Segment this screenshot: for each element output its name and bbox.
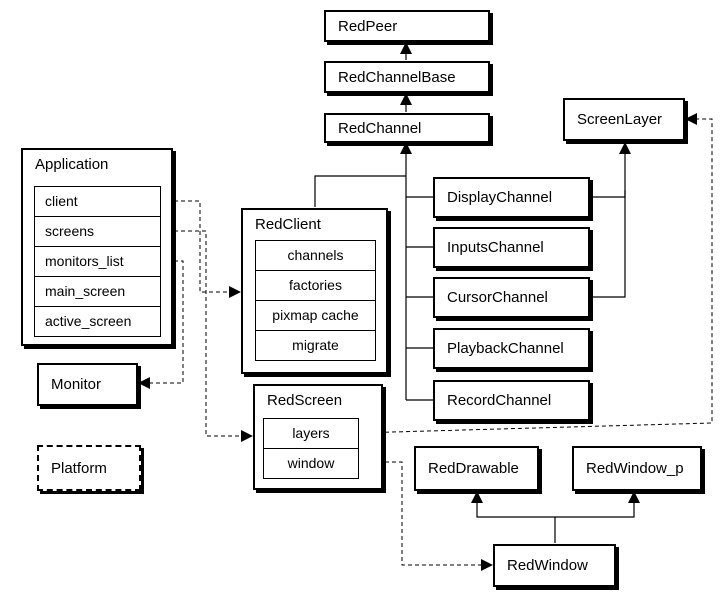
class-recordchannel-label: RecordChannel: [447, 392, 552, 409]
class-redchannelbase: RedChannelBase: [324, 61, 490, 93]
class-displaychannel: DisplayChannel: [433, 177, 590, 218]
field-client: client: [35, 187, 160, 217]
ref-monitors-list-to-monitor: [138, 260, 184, 389]
class-redwindow-p: RedWindow_p: [572, 446, 702, 491]
edge-cursorchannel-to-screenlayer: [590, 190, 626, 298]
class-redwindow: RedWindow: [493, 544, 616, 587]
class-redpeer: RedPeer: [324, 10, 490, 42]
class-recordchannel: RecordChannel: [433, 380, 590, 421]
class-inputschannel-label: InputsChannel: [447, 239, 544, 256]
class-screenlayer: ScreenLayer: [563, 98, 685, 141]
field-window: window: [287, 455, 335, 471]
edge-redclient-to-redchannel: [314, 175, 406, 207]
class-playbackchannel: PlaybackChannel: [433, 328, 590, 369]
class-redchannelbase-label: RedChannelBase: [338, 68, 456, 86]
class-redwindow-p-label: RedWindow_p: [586, 460, 684, 477]
class-application: Application client screens monitors_list…: [21, 148, 173, 346]
class-monitor-label: Monitor: [51, 376, 102, 393]
redscreen-fields: layers window: [263, 418, 359, 479]
class-platform: Platform: [37, 445, 141, 491]
edge-displaychannel-to-screenlayer: [590, 142, 631, 198]
field-factories: factories: [256, 271, 375, 301]
field-pixmap-cache: pixmap cache: [256, 301, 375, 331]
field-screens: screens: [35, 217, 160, 247]
application-fields: client screens monitors_list main_screen…: [34, 186, 161, 337]
class-playbackchannel-label: PlaybackChannel: [447, 340, 564, 357]
class-cursorchannel-label: CursorChannel: [447, 289, 548, 306]
edge-redwindow-to-reddrawable: [471, 491, 556, 543]
class-redchannel: RedChannel: [324, 113, 490, 143]
class-redscreen: RedScreen layers window: [253, 384, 383, 490]
class-redwindow-label: RedWindow: [507, 557, 588, 574]
class-reddrawable-label: RedDrawable: [428, 460, 519, 477]
field-active-screen: active_screen: [45, 313, 132, 329]
class-platform-label: Platform: [51, 459, 107, 477]
field-migrate: migrate: [292, 337, 339, 353]
class-redpeer-label: RedPeer: [338, 17, 398, 35]
field-layers: layers: [264, 419, 358, 449]
class-application-title: Application: [35, 156, 109, 173]
field-monitors-list: monitors_list: [35, 247, 160, 277]
field-main-screen: main_screen: [35, 277, 160, 307]
field-channels: channels: [256, 241, 375, 271]
class-reddrawable: RedDrawable: [414, 446, 539, 491]
class-monitor: Monitor: [37, 363, 138, 406]
class-inputschannel: InputsChannel: [433, 227, 590, 268]
redclient-fields: channels factories pixmap cache migrate: [255, 240, 376, 361]
ref-screens-to-redscreen: [160, 230, 253, 442]
ref-layers-to-screenlayer: [356, 113, 713, 434]
class-screenlayer-label: ScreenLayer: [577, 111, 663, 128]
class-displaychannel-label: DisplayChannel: [447, 189, 553, 206]
edge-redwindow-to-redwindow-p: [555, 491, 640, 518]
class-redclient: RedClient channels factories pixmap cach…: [241, 208, 388, 374]
class-redchannel-label: RedChannel: [338, 119, 422, 137]
ref-client-to-redclient: [160, 200, 241, 298]
class-redscreen-title: RedScreen: [267, 392, 343, 409]
class-redclient-title: RedClient: [255, 216, 321, 233]
class-cursorchannel: CursorChannel: [433, 277, 590, 318]
